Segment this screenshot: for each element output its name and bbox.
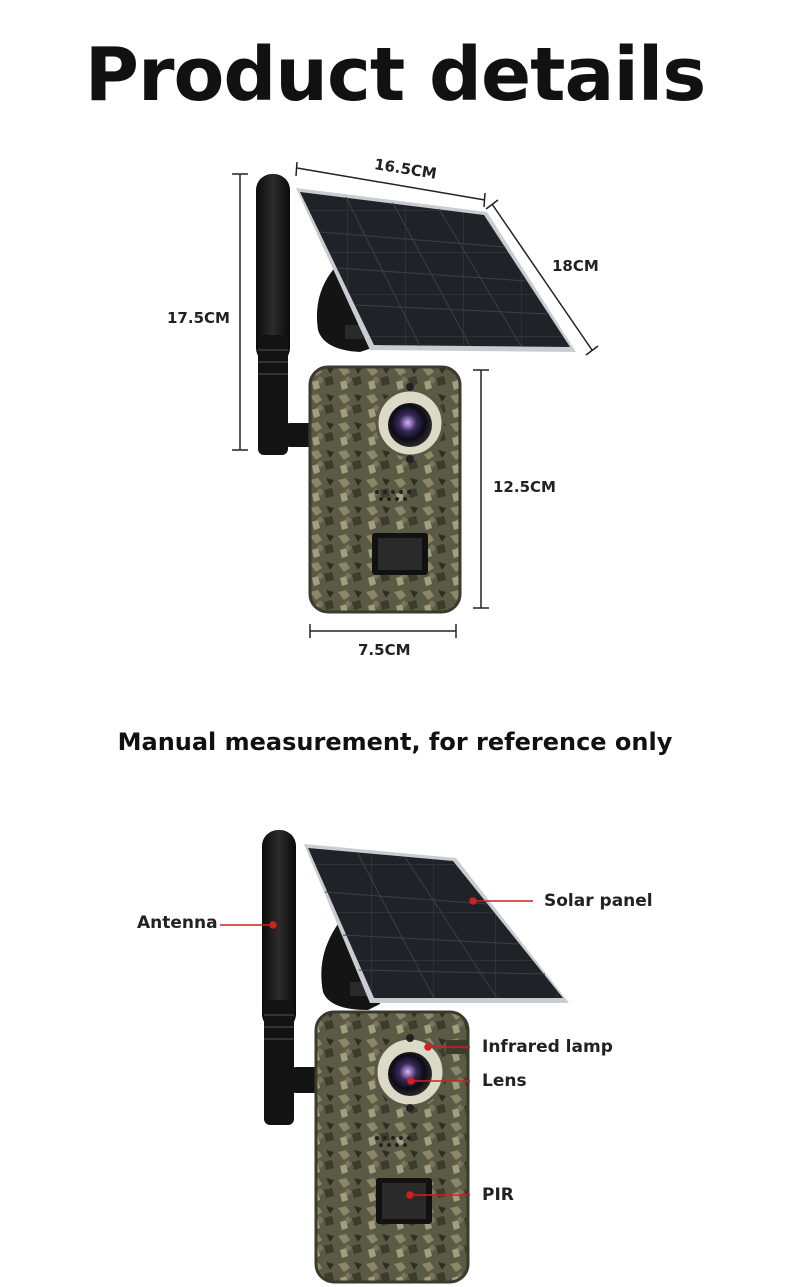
solar-panel xyxy=(296,188,576,352)
dimension-camera-width: 7.5CM xyxy=(358,641,411,659)
dimension-camera-height: 12.5CM xyxy=(493,478,556,496)
measurement-note: Manual measurement, for reference only xyxy=(117,728,673,756)
camera-body xyxy=(308,365,462,614)
page-title: Product details xyxy=(84,32,706,118)
dimension-total-height: 17.5CM xyxy=(167,309,230,327)
callout-lines xyxy=(220,897,533,1199)
callout-solar-panel: Solar panel xyxy=(544,891,653,911)
camera-body-2 xyxy=(314,1010,470,1284)
solar-panel-2 xyxy=(304,844,569,1003)
callout-infrared-lamp: Infrared lamp xyxy=(482,1037,613,1057)
callout-antenna: Antenna xyxy=(137,913,218,933)
callout-lens: Lens xyxy=(482,1071,527,1091)
antenna-2 xyxy=(262,830,332,1125)
callout-pir: PIR xyxy=(482,1185,514,1205)
dimension-panel-height: 18CM xyxy=(552,257,599,275)
dimension-lines xyxy=(232,161,599,638)
